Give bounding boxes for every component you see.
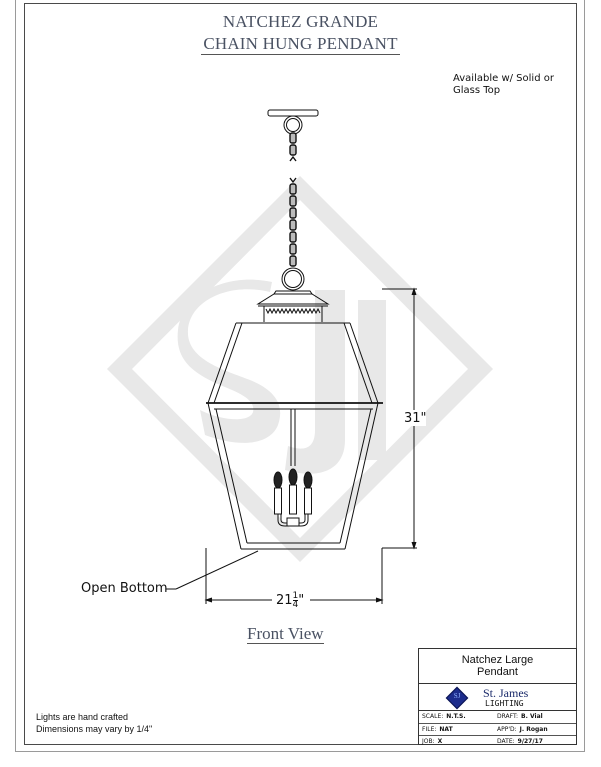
product-name-line1: Natchez Large xyxy=(461,654,534,666)
availability-note-line1: Available w/ Solid or xyxy=(453,73,554,84)
title-block-product: Natchez Large Pendant xyxy=(419,649,576,684)
view-label: Front View xyxy=(247,624,324,644)
drawing-title-line2-text: CHAIN HUNG PENDANT xyxy=(201,34,400,55)
title-block-row-scale: SCALE:N.T.S. DRAFT:B. Vial xyxy=(419,711,576,724)
open-bottom-callout: Open Bottom xyxy=(81,581,168,596)
height-dim-mask xyxy=(402,410,426,426)
draft-value: B. Vial xyxy=(521,713,543,720)
scale-label: SCALE: xyxy=(422,713,444,720)
craft-note-line1: Lights are hand crafted xyxy=(36,712,129,722)
brand-subtitle: LIGHTING xyxy=(485,699,524,708)
product-name-line2: Pendant xyxy=(477,666,518,678)
title-block: Natchez Large Pendant SJ St. James LIGHT… xyxy=(418,648,577,745)
scale-value: N.T.S. xyxy=(446,713,466,720)
title-block-row-file: FILE:NAT APP'D:J. Rogan xyxy=(419,724,576,736)
job-label: JOB: xyxy=(422,738,435,745)
width-dim-den: 4 xyxy=(292,600,299,610)
width-dim-whole: 21 xyxy=(276,593,293,608)
sheet-outer-border xyxy=(15,0,585,752)
drawing-title-line1: NATCHEZ GRANDE xyxy=(222,12,379,31)
file-value: NAT xyxy=(439,725,453,733)
approved-label: APP'D: xyxy=(497,725,517,733)
height-dimension-label: 31" xyxy=(404,411,427,426)
width-dim-mask xyxy=(272,592,310,608)
logo-text: SJ xyxy=(453,692,461,700)
date-label: DATE: xyxy=(497,738,515,745)
craft-note-line2: Dimensions may vary by 1/4" xyxy=(36,724,153,734)
job-value: X xyxy=(437,738,443,745)
pendant-lines xyxy=(206,109,383,550)
title-block-row-job: JOB:X DATE:9/27/17 xyxy=(419,736,576,748)
width-dim-unit: " xyxy=(298,593,305,608)
title-block-brand: SJ St. James LIGHTING xyxy=(419,684,576,711)
brand-name: St. James xyxy=(483,686,529,700)
approved-value: J. Rogan xyxy=(519,725,548,733)
availability-note: Available w/ Solid or Glass Top xyxy=(453,73,554,97)
file-label: FILE: xyxy=(422,725,437,733)
craft-notes: Lights are hand crafted Dimensions may v… xyxy=(36,711,152,735)
watermark-logo xyxy=(107,176,493,562)
date-value: 9/27/17 xyxy=(517,738,543,745)
availability-note-line2: Glass Top xyxy=(453,85,501,96)
width-dim-num: 1 xyxy=(292,591,299,601)
draft-label: DRAFT: xyxy=(497,713,519,720)
candle-cluster xyxy=(273,468,313,527)
sheet-inner-border xyxy=(24,3,577,745)
drawing-title-line2: CHAIN HUNG PENDANT xyxy=(0,34,601,55)
